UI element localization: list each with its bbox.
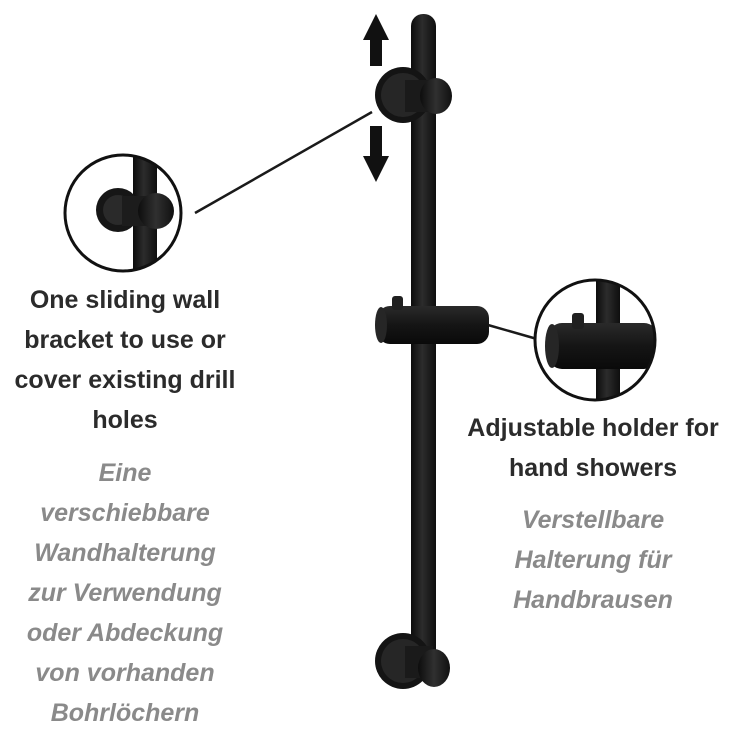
top-wall-bracket: [375, 67, 452, 123]
caption-line: Bohrlöchern: [50, 699, 200, 727]
caption-line: Eine: [98, 459, 152, 487]
caption-line: Adjustable holder for: [467, 414, 719, 442]
holder-detail-zoom: [533, 278, 657, 402]
caption-line: verschiebbare: [40, 499, 210, 527]
caption-line: Verstellbare: [521, 506, 665, 534]
caption-line: Halterung für: [514, 546, 672, 574]
caption-line: Handbrausen: [513, 586, 673, 614]
arrow-down-icon: [363, 126, 389, 182]
callout-line-bracket: [194, 110, 373, 215]
caption-line: von vorhanden: [35, 659, 215, 687]
caption-line: bracket to use or: [24, 326, 226, 354]
caption-line: zur Verwendung: [28, 579, 222, 607]
hand-shower-holder: [375, 296, 489, 344]
bracket-detail-zoom: [63, 153, 183, 273]
caption-line: Wandhalterung: [34, 539, 216, 567]
caption-line: oder Abdeckung: [26, 619, 224, 647]
callout-line-holder: [487, 323, 538, 341]
bottom-wall-bracket: [375, 633, 450, 689]
caption-line: holes: [92, 406, 158, 434]
caption-line: hand showers: [508, 454, 678, 482]
holder-caption-german: Verstellbare Halterung für Handbrausen: [450, 500, 736, 620]
caption-line: cover existing drill: [14, 366, 236, 394]
caption-line: One sliding wall: [29, 286, 221, 314]
holder-caption-english: Adjustable holder for hand showers: [450, 408, 736, 488]
arrow-up-icon: [363, 14, 389, 66]
bracket-caption-english: One sliding wall bracket to use or cover…: [0, 280, 250, 440]
bracket-caption-german: Eine verschiebbare Wandhalterung zur Ver…: [0, 453, 250, 733]
